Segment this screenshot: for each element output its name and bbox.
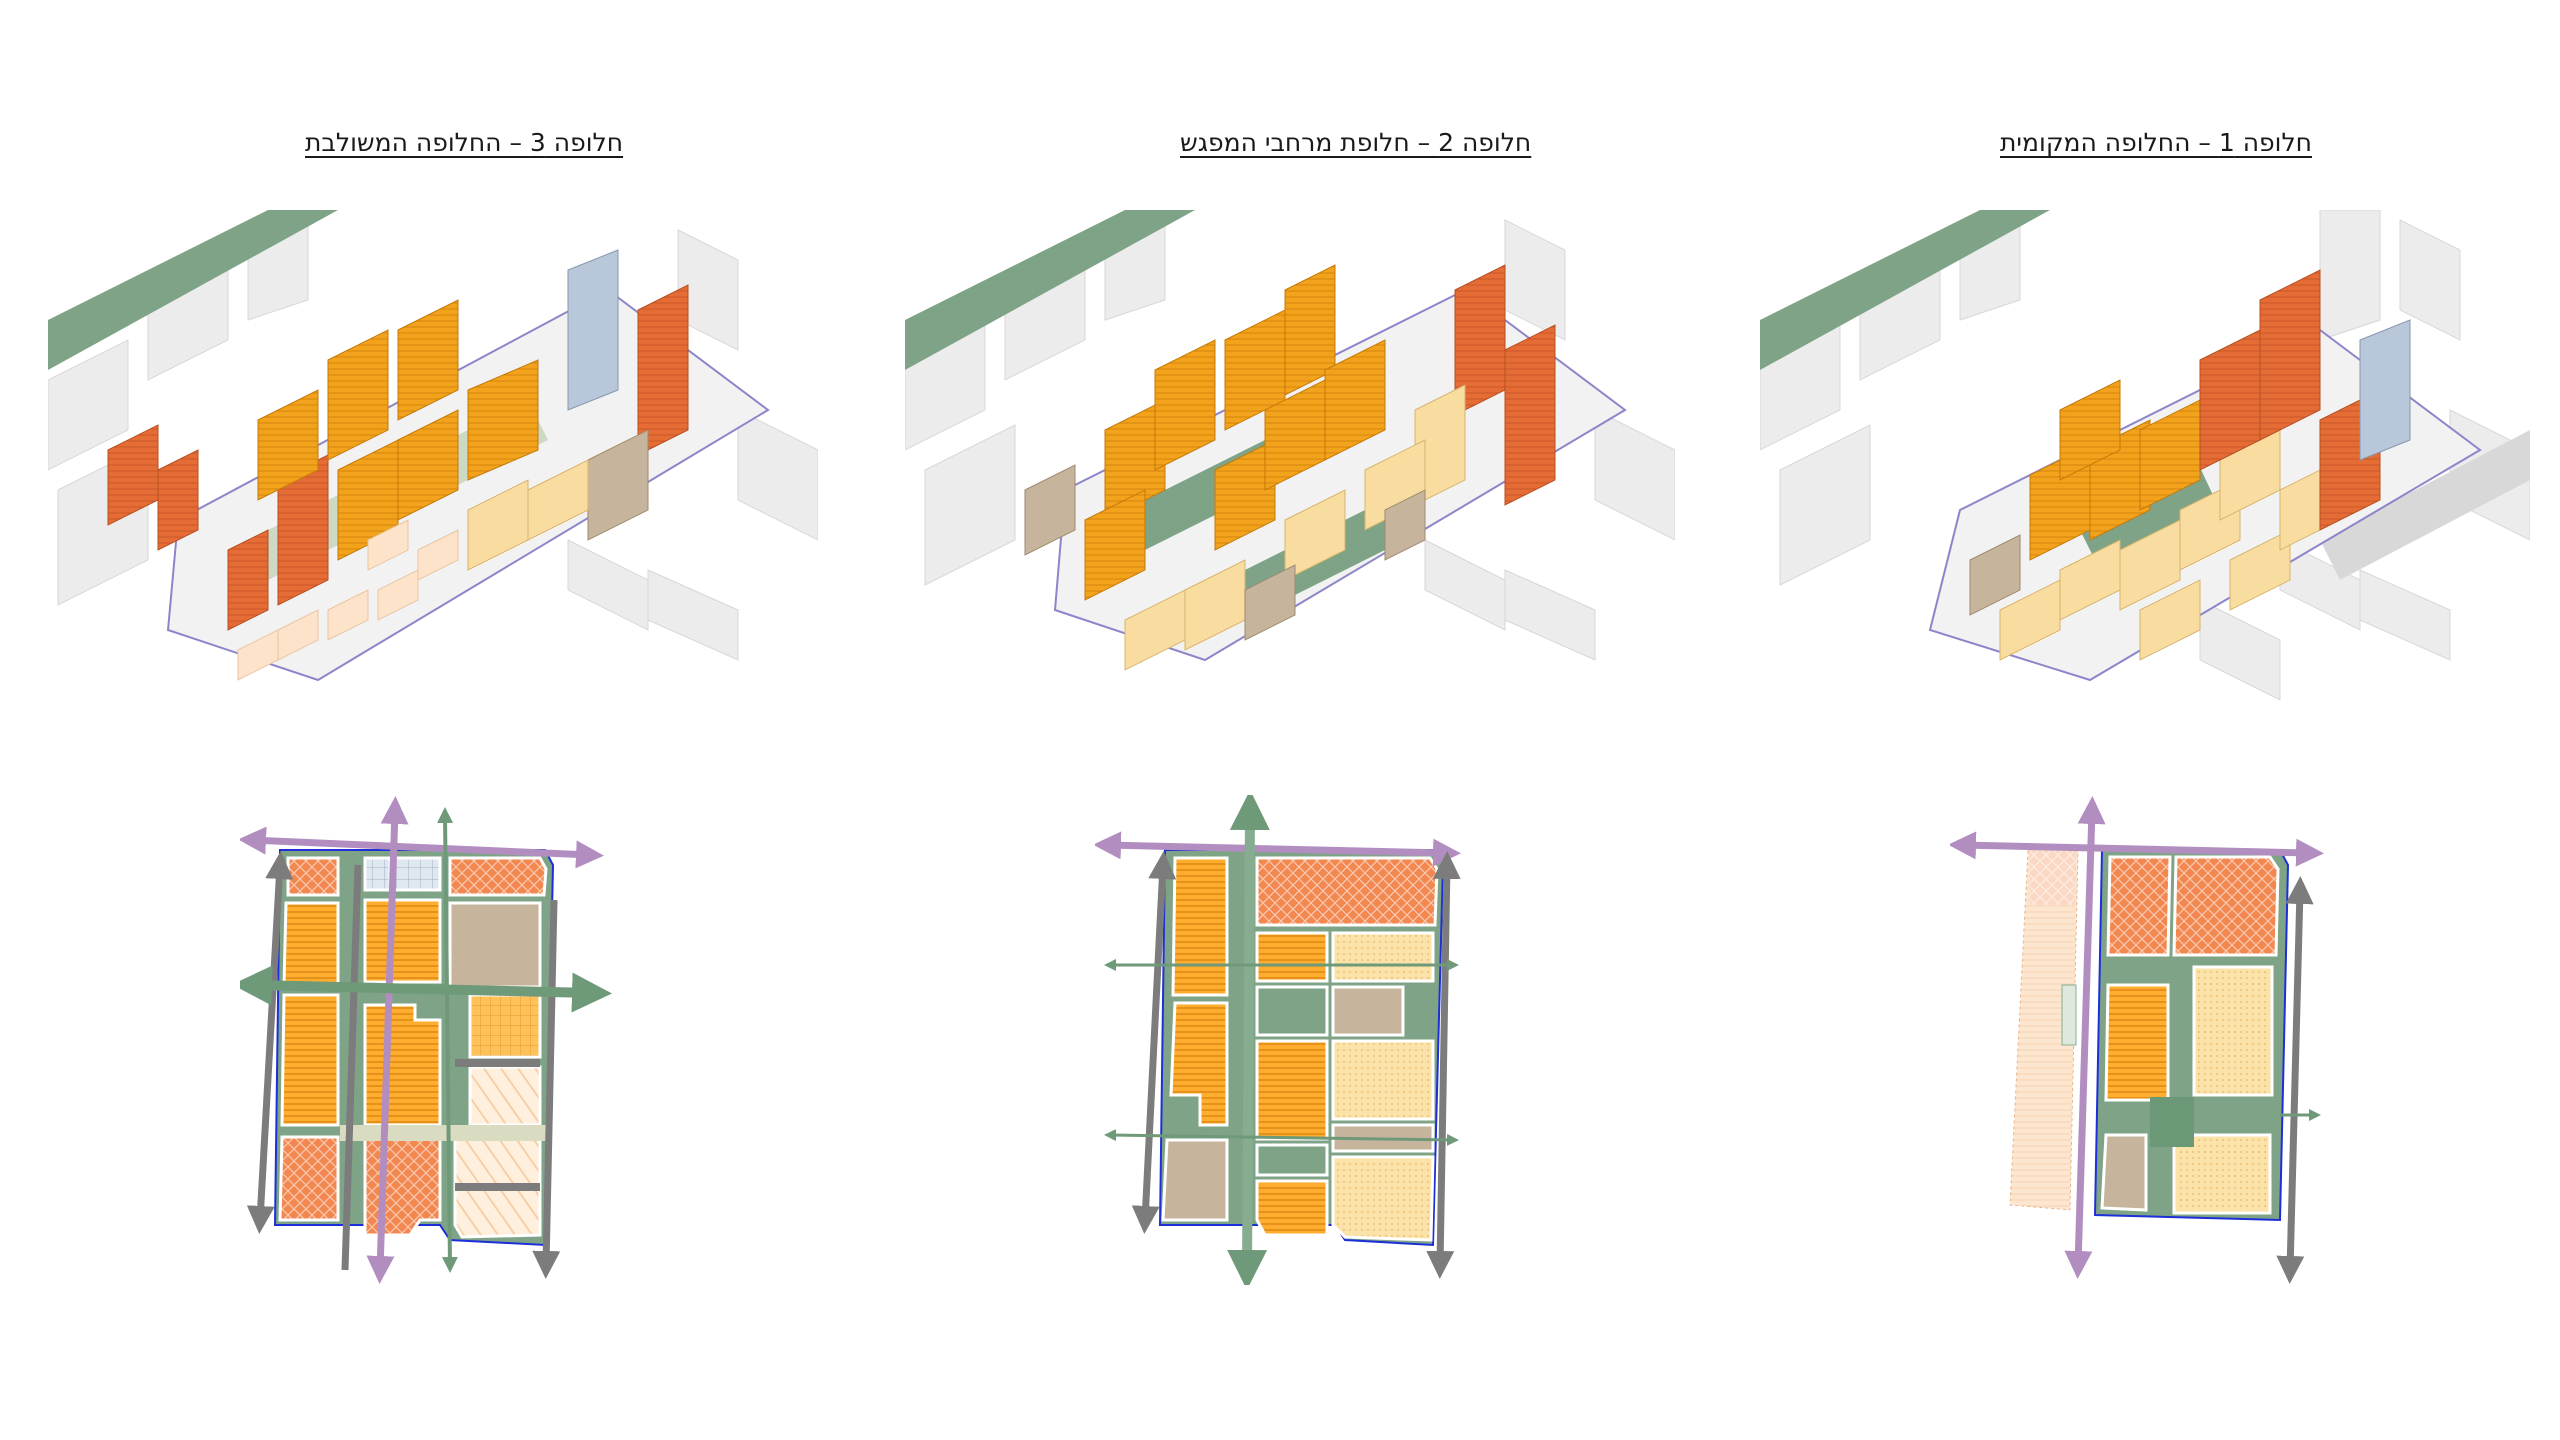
main-north-south-axis [2064,796,2106,1279]
east-west-axis [240,826,604,869]
public-building [587,429,649,541]
green-north-south-axis [1227,795,1270,1285]
public-building [1969,534,2021,616]
aerial-view-alternative-1 [1760,210,2530,725]
public-buildings [1024,464,1426,641]
high-rise-buildings [1454,264,1556,506]
mid-rise-buildings [257,299,539,561]
high-rise-plot [286,856,340,897]
high-rise-plot [448,856,548,897]
pale-high-rise-plot [2030,850,2076,905]
alternative-1-title: חלופה 1 – החלופה המקומית [2000,128,2312,157]
high-rise-plot [2172,855,2280,957]
east-west-axis [1095,831,1461,867]
low-rise-buildings [1999,429,2341,661]
low-rise-plot [1331,1155,1435,1242]
road-west [246,851,294,1234]
low-rise-plot [1331,1039,1435,1121]
blue-tower [567,249,619,411]
green-edge [48,210,338,370]
open-space-plot [1255,985,1329,1037]
alternative-3-title: חלופה 3 – החלופה המשולבת [305,128,624,157]
green-path [240,965,612,1013]
pale-plot [468,1065,542,1127]
low-rise-buildings [467,459,589,571]
mid-rise-plot [1255,1179,1329,1237]
main-north-south-axis [366,796,409,1284]
green-link [340,1125,550,1141]
mid-rise-plot [2104,983,2170,1102]
low-rise-plot [1331,931,1435,983]
green-path [1104,1129,1459,1146]
aerial-view-alternative-3 [48,210,818,725]
road-center [341,864,362,1271]
low-rise-grid-plot [468,993,542,1059]
mid-rise-plot [363,898,442,984]
high-rise-plot [1255,856,1439,927]
alternative-2-title: חלופה 2 – חלופת מרחבי המפגש [1180,128,1532,157]
green-path-vertical [437,807,458,1273]
mid-rise-plot [1255,931,1329,983]
road-east [1426,851,1461,1279]
mid-rise-plot [1171,856,1229,997]
site-plan-alternative-1 [1950,796,2324,1284]
high-rise-plot [2106,855,2172,957]
blue-tower [2359,319,2411,461]
high-rise-plot [278,1135,340,1222]
site-plan-alternative-2 [1095,795,1461,1285]
mid-rise-plot [280,993,340,1127]
site-plan-alternative-3 [240,796,612,1284]
east-west-axis [1950,831,2324,867]
road-west [1131,851,1177,1234]
aerial-view-alternative-2 [905,210,1675,725]
green-edge [905,210,1195,370]
context-buildings [905,210,1675,661]
high-rise-buildings [107,284,689,631]
high-rise-buildings [2199,269,2381,531]
mid-rise-plot [363,1003,442,1127]
public-plot [1161,1138,1229,1222]
public-plot [1331,985,1405,1037]
pale-low-buildings [237,519,459,681]
public-plot [2100,1133,2148,1212]
mid-rise-plot [282,901,340,987]
high-rise-plot [363,1135,442,1237]
road [2276,876,2314,1284]
plaza [2150,1097,2194,1147]
green-edge [1760,210,2050,370]
mid-rise-buildings [1084,264,1386,601]
road-east [532,899,561,1279]
mid-rise-buildings [2029,379,2201,561]
tower-plot [392,856,442,892]
mid-rise-plot [1255,1039,1329,1141]
low-rise-plot [2172,1133,2272,1215]
low-rise-plot [2192,965,2274,1097]
public-plot [448,901,542,989]
